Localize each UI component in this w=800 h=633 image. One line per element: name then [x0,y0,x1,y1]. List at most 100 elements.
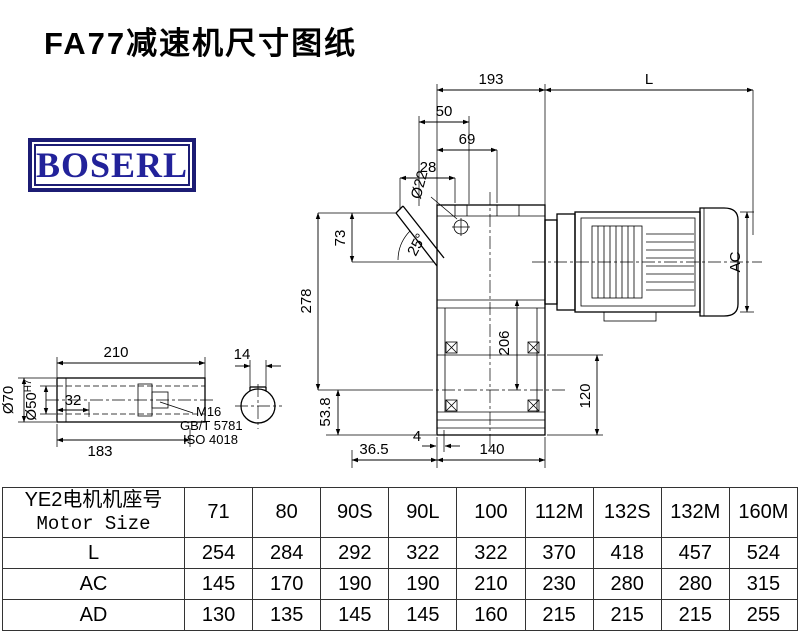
note-m16: M16 [196,404,221,419]
table-cell: 292 [320,537,390,569]
dim-278-label: 278 [298,288,315,313]
table-cell: 215 [524,599,594,631]
dim-dia50: Ø50H7 [23,379,56,421]
dim-36-5: 36.5 [351,437,438,468]
note-iso-4018: ISO 4018 [183,432,238,447]
dim-AC-label: AC [727,251,744,272]
dim-AC: AC [727,211,754,313]
table-cell: 315 [728,568,799,600]
dim-32: 32 [56,392,90,417]
dim-32-label: 32 [65,392,82,409]
motor-fins [646,233,694,291]
column-header: 80 [252,487,322,538]
dim-210: 210 [56,344,206,378]
dim-206-label: 206 [496,330,513,355]
dim-278: 278 [298,212,420,391]
shaft-detail [56,377,206,423]
dim-50: 50 [418,103,470,206]
row-label: L [2,537,185,569]
table-cell: 280 [592,568,662,600]
dim-140: 140 [436,437,546,468]
row-label: AD [2,599,185,631]
table-cell: 190 [320,568,390,600]
bolt-hole-symbols [445,341,540,412]
dia50-tolerance: H7 [23,379,34,392]
dim-angle-25: 25° [397,230,430,261]
table-cell: 130 [183,599,254,631]
boserl-logo: BOSERL [28,138,196,192]
centerlines [46,192,762,447]
dim-50-label: 50 [436,103,453,120]
column-header: 132S [592,487,662,538]
table-cell: 145 [183,568,254,600]
table-cell: 255 [728,599,799,631]
motor-foot [603,311,657,322]
dim-140-label: 140 [479,441,504,458]
table-cell: 210 [456,568,526,600]
dim-28: 28 [399,159,456,210]
dim-120-label: 120 [577,383,594,408]
dim-L: L [544,71,754,235]
dim-210-label: 210 [103,344,128,361]
dim-dia50-label: Ø50H7 [23,379,40,421]
table-cell: 280 [660,568,730,600]
keyway-section [240,386,276,424]
row-label: AC [2,568,185,600]
column-header: 90S [320,487,390,538]
boserl-logo-text: BOSERL [34,144,190,186]
dim-dia70-label: Ø70 [0,386,17,414]
dimension-drawing: 193 L 50 69 28 [0,71,762,468]
dim-28-label: 28 [420,159,437,176]
table-cell: 145 [388,599,458,631]
motor-size-table: YE2电机机座号 Motor Size 71 80 90S 90L 100 11… [2,487,799,631]
table-cell: 370 [524,537,594,569]
table-cell: 170 [252,568,322,600]
dim-4-label: 4 [413,428,421,445]
column-header: 160M [728,487,799,538]
dim-53-8-label: 53.8 [317,397,334,426]
table-cell: 524 [728,537,799,569]
dim-120: 120 [547,354,603,436]
table-cell: 457 [660,537,730,569]
dim-dia70: Ø70 [0,377,56,423]
column-header: 132M [660,487,730,538]
header-cn: YE2电机机座号 [24,489,163,512]
table-header-motor-size: YE2电机机座号 Motor Size [2,487,185,538]
dimensions: 193 L 50 69 28 [0,71,754,468]
header-en: Motor Size [36,513,151,536]
motor [544,207,739,322]
gearbox-housing [395,204,546,436]
dim-69-label: 69 [459,131,476,148]
dim-14-label: 14 [234,346,251,363]
table-row: AC 145 170 190 190 210 230 280 280 315 [2,568,799,600]
retaining-bolt [151,391,169,409]
table-cell: 284 [252,537,322,569]
table-cell: 322 [456,537,526,569]
table-row: L 254 284 292 322 322 370 418 457 524 [2,537,799,569]
table-cell: 145 [320,599,390,631]
dim-193: 193 [436,71,546,205]
dim-4: 4 [413,428,460,452]
table-cell: 160 [456,599,526,631]
table-row: AD 130 135 145 145 160 215 215 215 255 [2,599,799,631]
table-cell: 135 [252,599,322,631]
dim-73-label: 73 [332,230,349,247]
dim-dia22: Ø22 [408,169,458,220]
fan-cowl [699,207,739,317]
table-cell: 190 [388,568,458,600]
dim-183-label: 183 [87,443,112,460]
table-cell: 418 [592,537,662,569]
column-header: 90L [388,487,458,538]
dim-53-8: 53.8 [317,389,436,436]
column-header: 100 [456,487,526,538]
dim-73: 73 [332,212,434,263]
note-gbt-5781: GB/T 5781 [180,418,243,433]
column-header: 71 [183,487,254,538]
motor-core-hatch [597,226,635,298]
table-cell: 215 [660,599,730,631]
column-header: 112M [524,487,594,538]
dim-L-label: L [645,71,653,88]
dia50-value: Ø50 [23,392,40,420]
table-cell: 230 [524,568,594,600]
